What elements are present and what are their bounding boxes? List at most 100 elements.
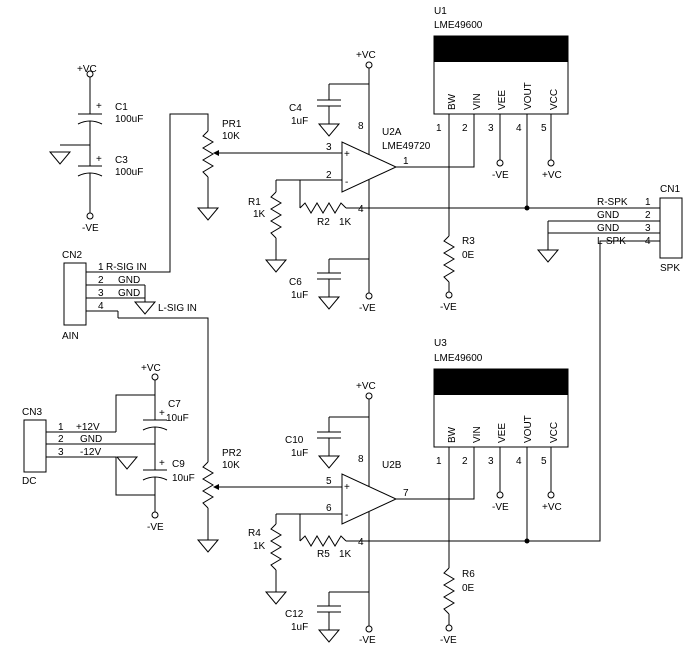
u2b-vee-label: -VE — [359, 635, 376, 646]
u2a-pin-noninv: 3 — [326, 142, 332, 153]
cn1-pin-2: 2 — [645, 210, 651, 221]
ground-icon — [115, 456, 139, 470]
c1-value: 100uF — [115, 114, 143, 125]
u2b-vcc-label: +VC — [356, 381, 376, 392]
c3-plus: + — [96, 154, 102, 165]
u3-num-1: 1 — [436, 456, 442, 467]
cn3-signal-3: -12V — [80, 447, 101, 458]
ground-icon — [264, 259, 288, 273]
cn3-ref: CN3 — [22, 407, 42, 418]
c4-ref: C4 — [289, 103, 302, 114]
u1-pin-vcc: VCC — [549, 89, 560, 110]
cn2-name: AIN — [62, 331, 79, 342]
r3-ref: R3 — [462, 236, 475, 247]
u2a-vee-label: -VE — [359, 303, 376, 314]
cn2-signal-3: GND — [118, 288, 140, 299]
u3-num-3: 3 — [488, 456, 494, 467]
u2a-pin-gnd: 4 — [358, 204, 364, 215]
r6-ref: R6 — [462, 569, 475, 580]
pr2-ref: PR2 — [222, 448, 242, 459]
dc-input-connector-cn3: CN3 DC 1 2 3 +12V GND -12V +VC + C7 10uF… — [22, 363, 195, 533]
u2b-pin-gnd: 4 — [358, 537, 364, 548]
r2-ref: R2 — [317, 217, 330, 228]
cn2-pin-2: 2 — [98, 275, 104, 286]
ground-icon — [536, 249, 560, 263]
u3-ref: U3 — [434, 338, 447, 349]
ground-icon — [48, 151, 72, 165]
u2b-minus-sign: - — [345, 510, 348, 521]
c7-plus: + — [159, 408, 165, 419]
u2a-pin-inv: 2 — [326, 170, 332, 181]
u2b-pin-inv: 6 — [326, 503, 332, 514]
ground-icon — [317, 296, 341, 310]
u1-pin-vee: VEE — [497, 90, 508, 110]
ground-icon — [317, 123, 341, 137]
u1-num-2: 2 — [462, 123, 468, 134]
cn1-name: SPK — [660, 263, 680, 274]
r4-ref: R4 — [248, 528, 261, 539]
cn1-signal-2: GND — [597, 210, 619, 221]
speaker-connector-cn1: CN1 SPK R-SPK GND GND L-SPK 1 2 3 4 — [547, 184, 683, 274]
u3-pin-bw: BW — [447, 426, 458, 443]
u1-num-4: 4 — [516, 123, 522, 134]
ground-icon — [196, 539, 220, 553]
pr2-value: 10K — [222, 460, 240, 471]
u3-pin-vin: VIN — [472, 426, 483, 443]
pr1-ref: PR1 — [222, 119, 242, 130]
u3-num-4: 4 — [516, 456, 522, 467]
cn3-pin-2: 2 — [58, 434, 64, 445]
cn2-pin-4: 4 — [98, 301, 104, 312]
ground-icon — [133, 301, 157, 315]
r1-value: 1K — [253, 209, 266, 220]
u3-vee-supply: -VE — [492, 502, 509, 513]
cn2-signal-1: R-SIG IN — [106, 262, 147, 273]
u2b-pin-vcc: 8 — [358, 454, 364, 465]
cn1-pin-4: 4 — [645, 236, 651, 247]
r1-ref: R1 — [248, 197, 261, 208]
c7-value: 10uF — [166, 413, 189, 424]
u1-num-1: 1 — [436, 123, 442, 134]
c1-plus: + — [96, 101, 102, 112]
c1-ref: C1 — [115, 102, 128, 113]
cn3-pin-3: 3 — [58, 447, 64, 458]
cn2-signal-2: GND — [118, 275, 140, 286]
c12-ref: C12 — [285, 609, 304, 620]
supply-label-pos: +VC — [77, 64, 97, 75]
u3-pin-vout: VOUT — [523, 415, 534, 443]
u1-ref: U1 — [434, 6, 447, 17]
u2b-ref: U2B — [382, 460, 402, 471]
u2a-pin-vcc: 8 — [358, 121, 364, 132]
cn2-ref: CN2 — [62, 250, 82, 261]
cn1-signal-1: R-SPK — [597, 197, 628, 208]
r6-supply: -VE — [440, 635, 457, 646]
u1-pin-vin: VIN — [472, 93, 483, 110]
u1-part: LME49600 — [434, 20, 483, 31]
cn1-pin-3: 3 — [645, 223, 651, 234]
cn3-pin-1: 1 — [58, 422, 64, 433]
c4-value: 1uF — [291, 116, 308, 127]
c10-value: 1uF — [291, 448, 308, 459]
ground-icon — [196, 207, 220, 221]
cn1-signal-3: GND — [597, 223, 619, 234]
r5-value: 1K — [339, 549, 352, 560]
cn1-pin-1: 1 — [645, 197, 651, 208]
dc-supply-pos: +VC — [141, 363, 161, 374]
u3-num-2: 2 — [462, 456, 468, 467]
u3-part: LME49600 — [434, 353, 483, 364]
ground-symbols — [48, 123, 560, 643]
u2a-plus-sign: + — [344, 149, 350, 160]
u2a-part: LME49720 — [382, 141, 431, 152]
u2a-minus-sign: - — [345, 177, 348, 188]
u1-num-3: 3 — [488, 123, 494, 134]
u3-pin-vcc: VCC — [549, 422, 560, 443]
ground-icon — [317, 455, 341, 469]
u3-num-5: 5 — [541, 456, 547, 467]
u1-vee-supply: -VE — [492, 170, 509, 181]
c12-value: 1uF — [291, 622, 308, 633]
audio-input-connector-cn2: CN2 AIN 1 2 3 4 R-SIG IN GND GND L-SIG I… — [62, 250, 197, 342]
pr1-value: 10K — [222, 131, 240, 142]
r2-value: 1K — [339, 217, 352, 228]
c9-plus: + — [159, 458, 165, 469]
c10-ref: C10 — [285, 435, 304, 446]
cn2-pin-3: 3 — [98, 288, 104, 299]
